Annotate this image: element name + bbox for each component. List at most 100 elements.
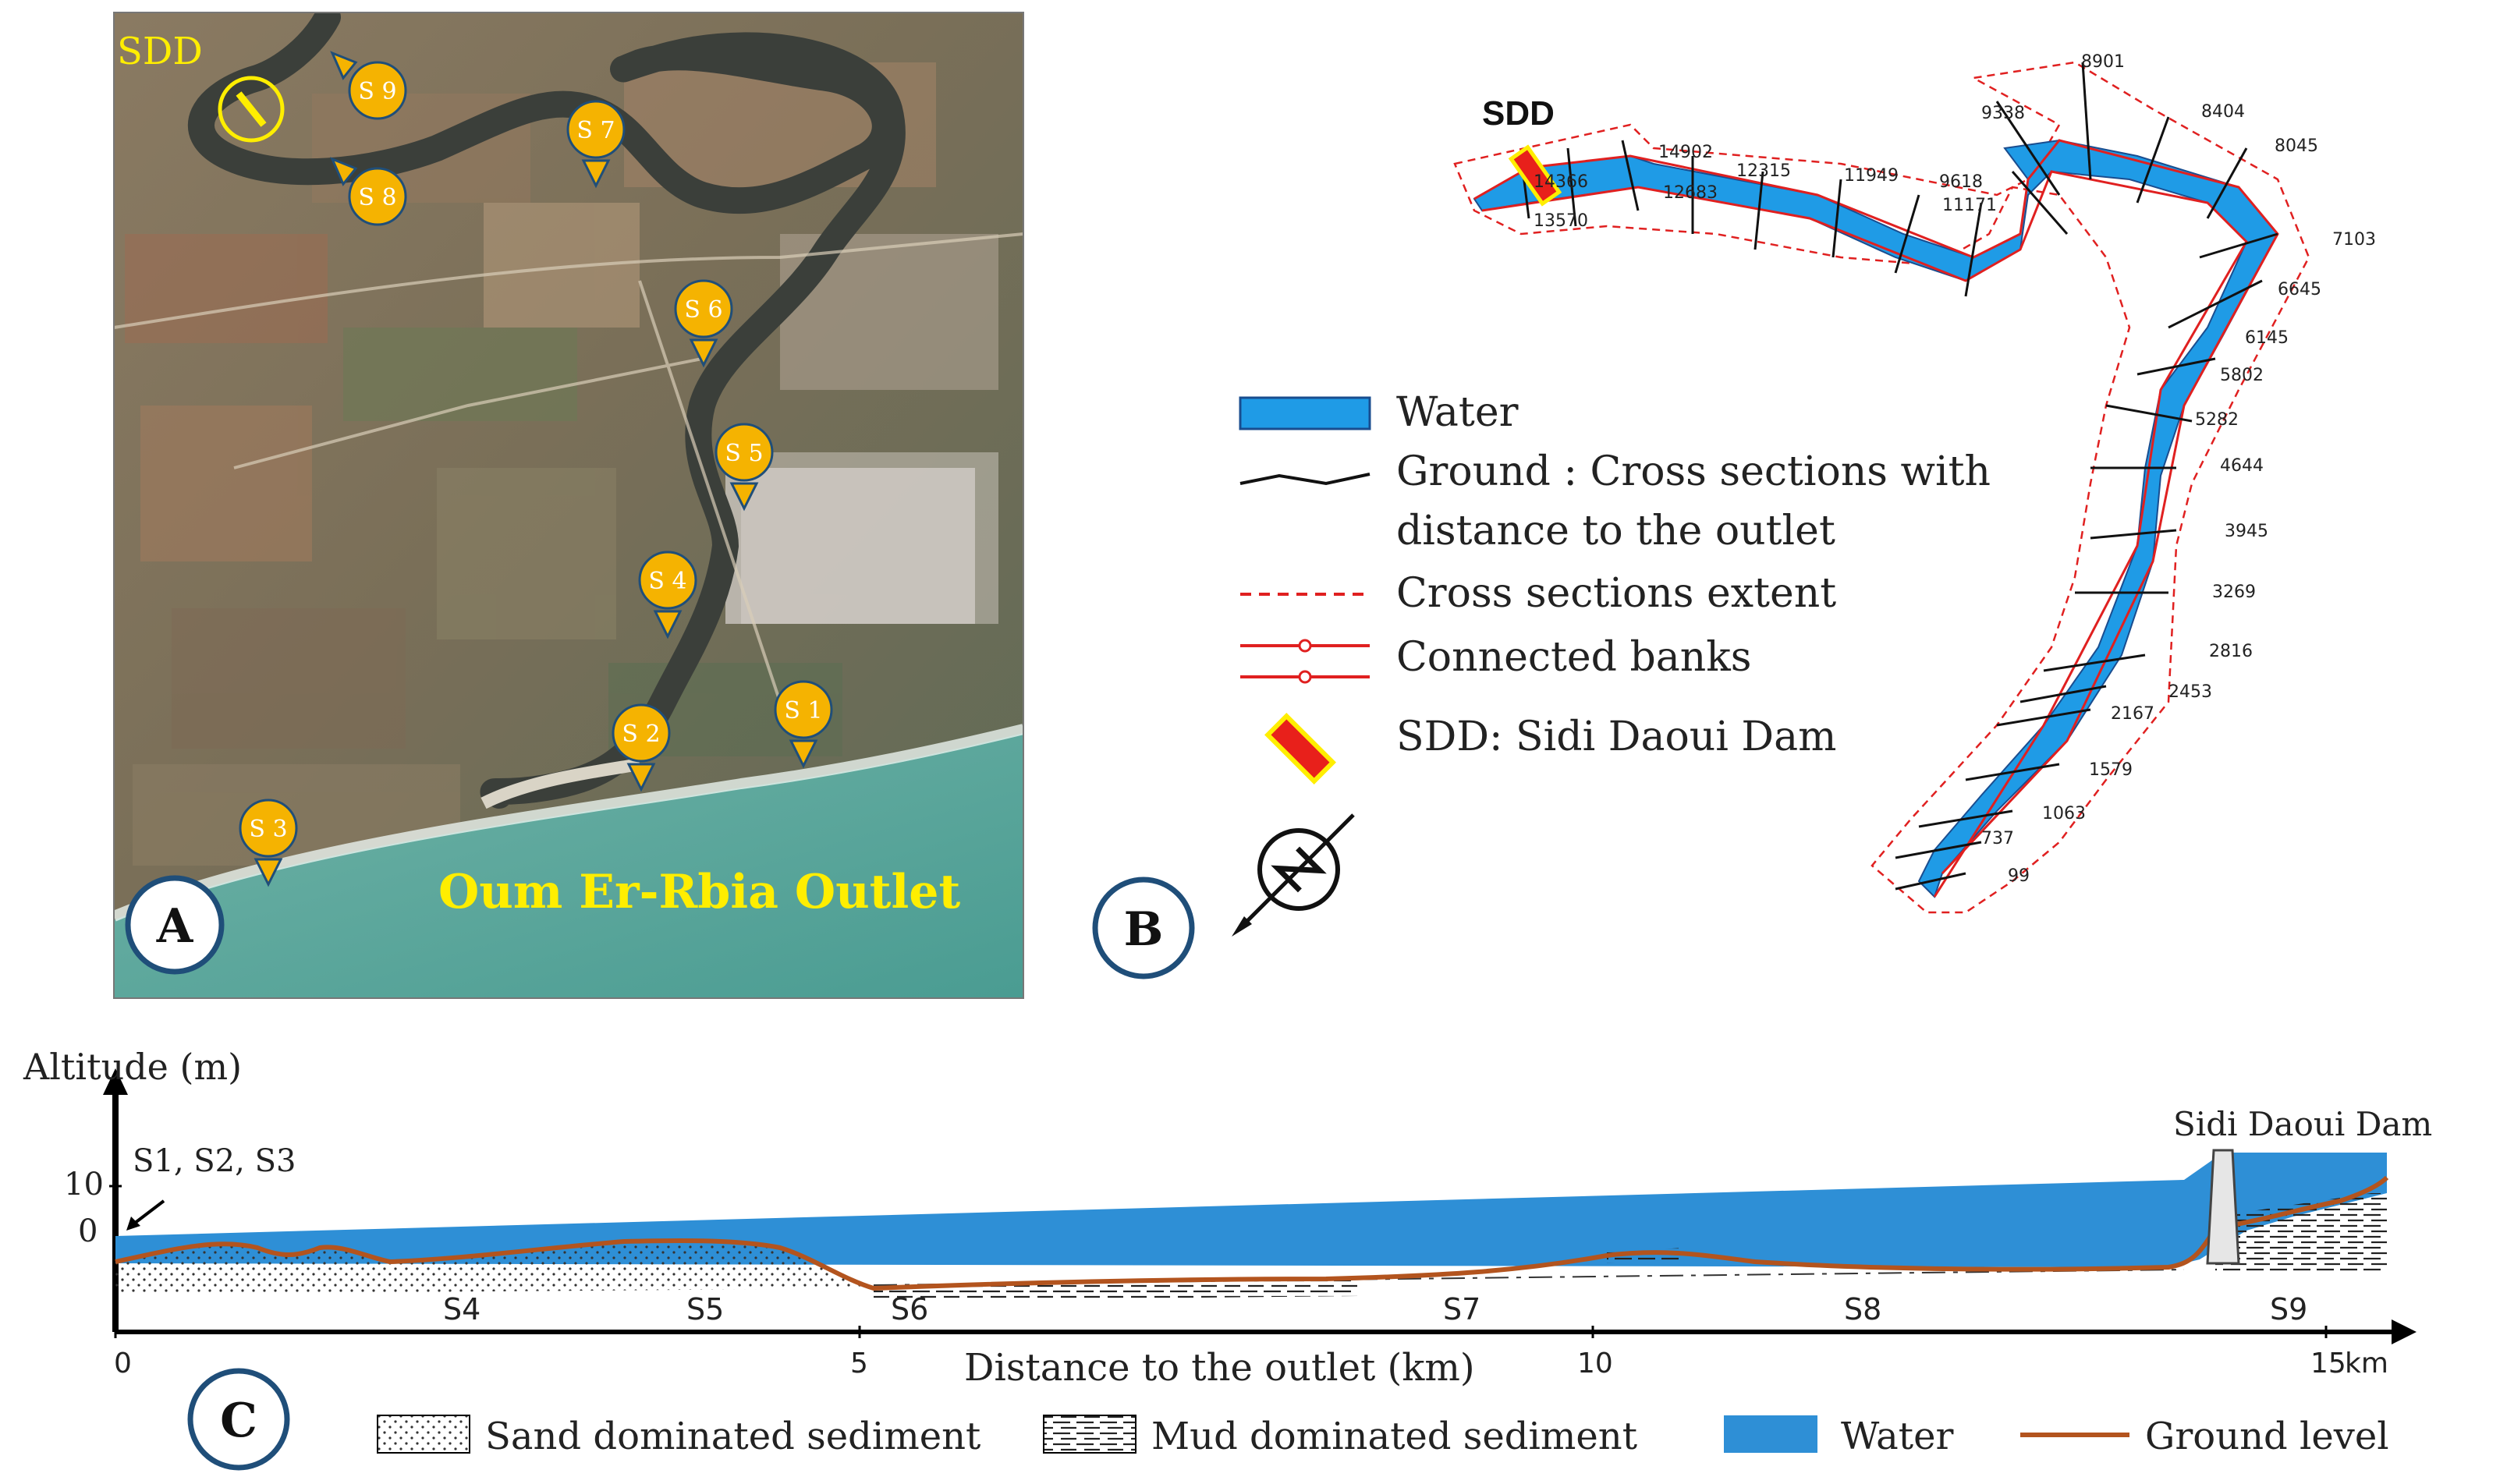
station-pin-s2: S 2 <box>612 703 671 792</box>
station-label-s9: S 9 <box>358 78 396 105</box>
station-label-s4: S4 <box>443 1292 480 1326</box>
section-label: 6145 <box>2245 328 2289 348</box>
x-tick-5: 5 <box>850 1348 868 1380</box>
section-label: 1579 <box>2089 760 2133 780</box>
legend-water-swatch <box>1239 396 1371 430</box>
legend-banks-dot-top <box>1298 639 1312 653</box>
dam-structure <box>2206 1149 2240 1265</box>
station-label-s1: S 1 <box>784 697 822 724</box>
panel-a-badge <box>125 875 225 975</box>
water-body <box>115 1153 2387 1267</box>
station-label-s3: S 3 <box>249 816 287 843</box>
legend-dam-text: SDD: Sidi Daoui Dam <box>1396 714 1836 760</box>
station-pin-s8: S 8 <box>330 157 407 226</box>
section-label: 99 <box>2008 866 2030 886</box>
dam-label-c: Sidi Daoui Dam <box>2173 1105 2432 1143</box>
station-label-s8: S 8 <box>358 184 396 211</box>
section-label: 9618 <box>1939 172 1983 192</box>
legend-water-text: Water <box>1396 389 1519 436</box>
section-label: 11171 <box>1942 196 1997 215</box>
panel-b-legend: Water Ground : Cross sections with dista… <box>1239 389 1991 785</box>
section-label: 3269 <box>2212 583 2256 602</box>
station-label-s5: S5 <box>686 1292 724 1326</box>
mud-sediment-1 <box>874 1276 1357 1301</box>
connected-banks <box>1473 139 2279 898</box>
panel-c-label: C <box>220 1394 257 1448</box>
panel-c-badge <box>187 1368 290 1471</box>
sea <box>114 733 1023 998</box>
annotation-arrowhead <box>126 1217 140 1231</box>
station-markers: S 1 S 2 S 3 S 4 S 5 S 6 S 7 S 8 S 9 <box>239 51 833 887</box>
section-label: 13570 <box>1534 211 1588 231</box>
section-label: 9338 <box>1981 104 2025 123</box>
outlet-label: Oum Er-Rbia Outlet <box>438 865 960 919</box>
legend-ground-text-2: distance to the outlet <box>1396 508 1835 554</box>
panel-c-legend: Sand dominated sediment Mud dominated se… <box>377 1415 2389 1458</box>
section-label: 8045 <box>2275 136 2318 156</box>
station-label-s6: S6 <box>891 1292 928 1326</box>
station-pin-s6: S 6 <box>674 279 733 368</box>
section-label: 5282 <box>2195 410 2239 430</box>
section-label: 14902 <box>1658 143 1713 162</box>
panel-a-frame <box>113 12 1024 999</box>
panel-c-longitudinal-profile: Altitude (m) 10 0 S1, S2, S3 Sidi Daoui … <box>23 1046 2432 1471</box>
section-label: 11949 <box>1844 166 1899 186</box>
x-unit: km <box>2345 1348 2388 1380</box>
section-label: 14366 <box>1534 172 1588 192</box>
legend-mud-swatch <box>1043 1415 1136 1454</box>
section-label: 5802 <box>2220 366 2264 385</box>
section-label: 737 <box>1981 829 2014 848</box>
legend-sand-swatch <box>377 1415 470 1454</box>
section-label: 2453 <box>2168 682 2212 702</box>
section-label: 12315 <box>1736 161 1791 181</box>
station-label-s4: S 4 <box>648 568 686 595</box>
section-label: 3945 <box>2225 522 2268 541</box>
station-label-s7: S 7 <box>576 117 615 144</box>
panel-a-satellite-map: SDD S 1S 2S 3S 4S 5S 6S 7S 8S 9 Oum Er-R… <box>113 12 1024 999</box>
panel-a-label: A <box>156 899 194 954</box>
x-tick-15: 15 <box>2310 1348 2346 1380</box>
ground-level-line <box>115 1175 2389 1291</box>
section-label: 7103 <box>2332 230 2376 250</box>
y-tick-10: 10 <box>64 1167 104 1202</box>
y-tick-0: 0 <box>78 1213 98 1249</box>
section-label: 4644 <box>2220 456 2264 476</box>
dam-label-b: SDD <box>1482 94 1555 133</box>
legend-water-swatch-c <box>1724 1415 1817 1453</box>
station-pin-s1: S 1 <box>774 680 833 769</box>
river <box>188 12 906 809</box>
x-axis-title: Distance to the outlet (km) <box>964 1346 1475 1390</box>
legend-ground-text-1: Ground : Cross sections with <box>1396 448 1991 495</box>
section-label: 2167 <box>2111 704 2154 724</box>
station-label-s5: S 5 <box>725 440 763 467</box>
section-label: 1063 <box>2042 804 2086 823</box>
cross-sections-extent <box>1453 61 2310 914</box>
town-area <box>725 468 975 624</box>
station-label-s7: S7 <box>1443 1292 1480 1326</box>
legend-ground-text-c: Ground level <box>2145 1415 2389 1458</box>
legend-banks-text: Connected banks <box>1396 634 1751 681</box>
station-label-s2: S 2 <box>622 721 660 748</box>
annotation-s1-s2-s3: S1, S2, S3 <box>133 1143 296 1179</box>
station-label-s6: S 6 <box>684 296 722 324</box>
section-label: 6645 <box>2278 280 2321 299</box>
station-label-s8: S8 <box>1844 1292 1881 1326</box>
legend-mud-text: Mud dominated sediment <box>1151 1415 1637 1458</box>
section-label: 2816 <box>2209 642 2253 661</box>
section-distance-labels: 99 737 1063 1579 2167 2453 2816 3269 3945 4644 528… <box>1534 52 2376 886</box>
section-label: 12683 <box>1663 183 1718 203</box>
cross-section-lines <box>1519 62 2278 891</box>
panel-b-badge <box>1092 877 1195 979</box>
legend-banks-dot-bottom <box>1298 670 1312 684</box>
x-tick-labels: 0 5 10 15 km <box>114 1326 2388 1380</box>
panel-b-label: B <box>1124 902 1164 957</box>
dam-symbol-b <box>1508 144 1562 207</box>
station-pin-s9: S 9 <box>330 51 407 120</box>
section-label: 8901 <box>2081 52 2125 72</box>
legend-water-text-c: Water <box>1841 1415 1953 1458</box>
y-axis-arrow <box>103 1068 128 1095</box>
station-pin-s4: S 4 <box>638 551 697 639</box>
x-tick-10: 10 <box>1577 1348 1613 1380</box>
